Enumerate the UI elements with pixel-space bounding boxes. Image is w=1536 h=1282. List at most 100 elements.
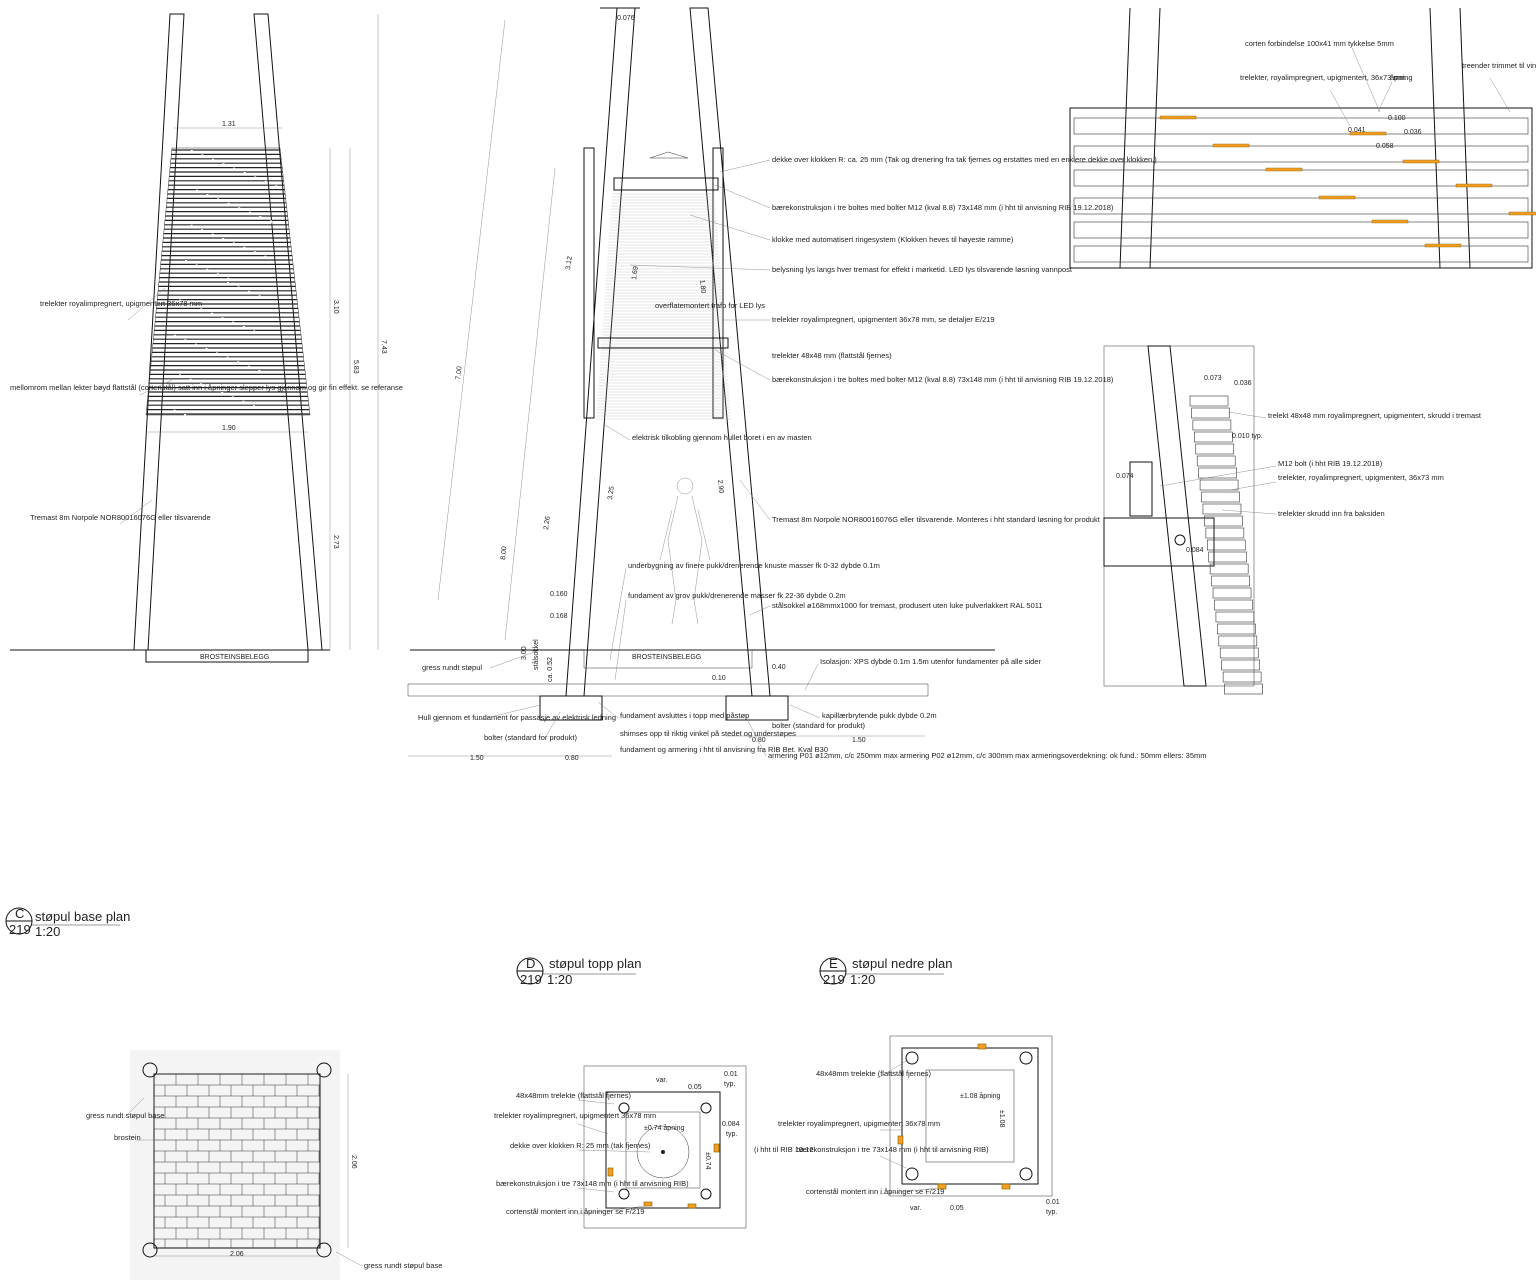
section-b-notes-left: gress rundt støpul Hull gjennom et funda… — [418, 649, 616, 742]
note-gress-c2: gress rundt støpul base — [364, 1261, 442, 1270]
note-trelekt48: trelekt 48x48 mm royalimpregnert, upigme… — [1268, 411, 1482, 420]
subbase-layer — [407, 683, 929, 697]
dim-1-08-e: ±1.08 — [998, 1110, 1005, 1128]
svg-text:belysning lys langs hver trema: belysning lys langs hver tremast for eff… — [772, 265, 1073, 274]
svg-text:trelekter 48x48 mm (flattstål: trelekter 48x48 mm (flattstål fjernes) — [772, 351, 892, 360]
bell-cover — [649, 151, 689, 159]
side-slat — [1224, 683, 1263, 695]
side-slat — [1208, 551, 1248, 563]
side-slat — [1218, 635, 1258, 647]
foundation-left — [539, 695, 603, 721]
ground-label-b: BROSTEINSBELEGG — [632, 654, 701, 661]
corten-e-3 — [937, 1183, 947, 1190]
svg-text:elektrisk tilkobling gjennom h: elektrisk tilkobling gjennom hullet bore… — [632, 433, 812, 442]
note-tremast-a: Tremast 8m Norpole NOR80016076G eller ti… — [30, 513, 211, 522]
side-slat — [1209, 563, 1249, 575]
side-slat — [1201, 491, 1240, 503]
cladding-left — [583, 147, 595, 419]
foundation-right — [725, 695, 789, 721]
note-trelekte48-e: 48x48mm trelekte (flattstål fjernes) — [816, 1069, 932, 1078]
right-mast — [253, 13, 323, 651]
dim-0-05-e: 0.05 — [950, 1205, 964, 1212]
side-slat — [1202, 503, 1242, 515]
dim-0-80-b: 0.80 — [752, 737, 766, 744]
bolt-icon — [1174, 534, 1186, 546]
side-slat — [1221, 659, 1260, 671]
corten-bracket — [1159, 115, 1197, 120]
plan-e-frame — [901, 1047, 1039, 1185]
svg-text:Tremast 8m Norpole NOR80016076: Tremast 8m Norpole NOR80016076G eller ti… — [772, 515, 1101, 524]
dim-opening-d: ±0.74 åpning — [644, 1124, 685, 1132]
corten-bracket — [1424, 243, 1462, 248]
dim-2-06-v: 2.06 — [350, 1155, 357, 1169]
plan-e-opening — [925, 1069, 1015, 1163]
plan-d-sheet: 219 — [520, 972, 542, 987]
dim-0-40: 0.40 — [772, 664, 786, 671]
dim-1-50-a: 1.50 — [470, 755, 484, 762]
corten-d-1 — [607, 1167, 614, 1177]
dim-0-01-d: 0.01 — [724, 1071, 738, 1078]
corten-d-3 — [687, 1203, 697, 1209]
corten-bracket — [1508, 211, 1536, 216]
svg-text:bolter (standard for produkt): bolter (standard for produkt) — [484, 733, 577, 742]
mast-side — [1147, 345, 1207, 687]
svg-text:dekke over klokken R: ca. 25 m: dekke over klokken R: ca. 25 mm (Tak og … — [772, 155, 1157, 164]
dim-typ-d: typ. — [724, 1081, 735, 1088]
note-m12: M12 bolt (i hht RIB 19.12.2018) — [1278, 459, 1383, 468]
detail-side-section: trelekt 48x48 mm royalimpregnert, upigme… — [1103, 345, 1482, 695]
grass-texture — [130, 1050, 340, 1280]
note-gress-c1: gress rundt støpul base — [86, 1111, 164, 1120]
note-trelekter-e: trelekter royalimpregnert, upigmentert 3… — [778, 1119, 940, 1128]
post-d-2 — [700, 1102, 712, 1114]
plan-e: E 219 støpul nedre plan 1:20 ±1.08 åpnin… — [778, 956, 1060, 1216]
dim-3-12: 3.12 — [565, 256, 574, 271]
dim-stalsokkel: stålsokkel — [532, 639, 540, 670]
svg-text:klokke med automatisert ringes: klokke med automatisert ringesystem (Klo… — [772, 235, 1014, 244]
corten-bracket — [1455, 183, 1493, 188]
person-silhouette — [659, 477, 711, 625]
dim-1-69: 1.69 — [631, 266, 640, 281]
corten-d-2 — [643, 1201, 653, 1207]
post-e-1 — [905, 1051, 919, 1065]
svg-text:bolter (standard for produkt): bolter (standard for produkt) — [772, 721, 865, 730]
corten-bracket — [1402, 159, 1440, 164]
corten-e-1 — [977, 1043, 987, 1050]
slat-row — [1073, 145, 1529, 163]
dim-var-e: var. — [910, 1205, 921, 1212]
dim-3-00: 3.00 — [521, 646, 528, 660]
slat-rows — [1073, 117, 1529, 263]
dim-typ2-d: typ. — [726, 1131, 737, 1138]
side-slat — [1198, 467, 1237, 479]
svg-text:Hull gjennom et fundament for: Hull gjennom et fundament for passasje a… — [418, 713, 616, 722]
side-slat — [1205, 527, 1245, 539]
post-e-4 — [1019, 1167, 1033, 1181]
slat-row — [1073, 169, 1529, 187]
side-slat — [1204, 515, 1243, 527]
lower-frame — [597, 337, 729, 349]
side-slat — [1215, 611, 1255, 623]
bell-icon — [636, 1125, 690, 1179]
dim-1-80: 1.80 — [698, 279, 706, 293]
mast-post-br — [316, 1242, 332, 1258]
plan-e-sheet: 219 — [823, 972, 845, 987]
svg-text:fundament avsluttes i topp med: fundament avsluttes i topp med påstøp — [620, 711, 749, 720]
post-e-3 — [905, 1167, 919, 1181]
svg-text:fundament og armering i hht ti: fundament og armering i hht til anvisnin… — [620, 745, 828, 754]
side-slat — [1206, 539, 1246, 551]
slat-row — [1073, 245, 1529, 263]
dim-3-25: 3.25 — [607, 486, 616, 501]
corten-e-2 — [897, 1135, 904, 1145]
svg-text:bærekonstruksjon i tre boltes: bærekonstruksjon i tre boltes med bolter… — [772, 375, 1114, 384]
side-slats — [1189, 395, 1263, 695]
dim-0-10: 0.10 — [712, 675, 726, 682]
note-skrudd: trelekter skrudd inn fra baksiden — [1278, 509, 1385, 518]
note-dekke-d: dekke over klokken R: 25 mm (tak fjernes… — [510, 1141, 651, 1150]
plan-d: D 219 støpul topp plan 1:20 var. 0.05 0.… — [494, 956, 814, 1229]
dim-0-168: 0.168 — [550, 613, 568, 620]
corten-bracket — [1349, 131, 1387, 136]
corten-bracket — [1371, 219, 1409, 224]
corten-brackets — [1159, 115, 1536, 248]
svg-text:stålsokkel ø168mmx1000 for tre: stålsokkel ø168mmx1000 for tremast, prod… — [772, 601, 1043, 610]
mast-post-tr — [316, 1062, 332, 1078]
mast-post-tl — [142, 1062, 158, 1078]
